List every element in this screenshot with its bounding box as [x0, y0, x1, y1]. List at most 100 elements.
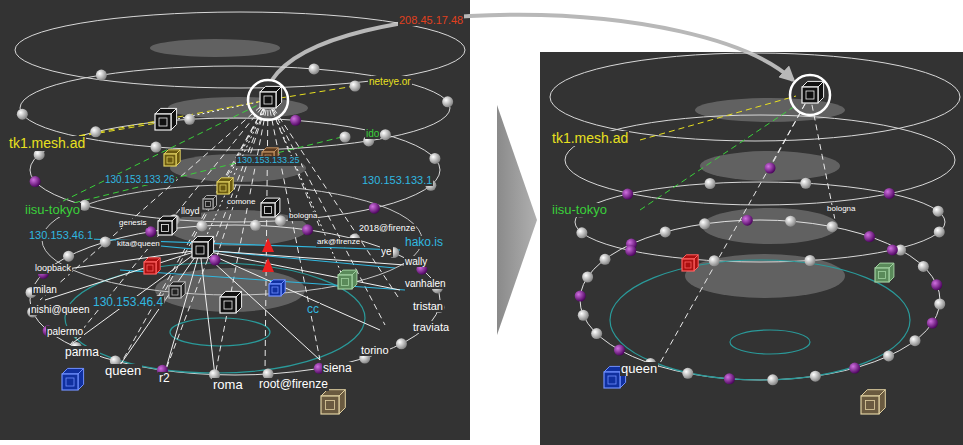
- host-sphere: [849, 363, 860, 374]
- host-cube-mark: [879, 272, 886, 279]
- layer-disc: [155, 268, 305, 312]
- link-line: [45, 135, 350, 210]
- host-label: tristan: [412, 300, 444, 312]
- layer-disc: [702, 208, 838, 244]
- layer-ring: [30, 118, 440, 222]
- host-sphere: [575, 291, 586, 302]
- host-cube-side: [172, 216, 177, 235]
- host-cube-side: [275, 198, 280, 217]
- host-label: iisu-tokyo: [551, 203, 608, 217]
- host-sphere: [576, 227, 587, 238]
- host-cube-side: [352, 270, 357, 289]
- host-cube-side: [236, 291, 242, 313]
- host-cube-mark: [167, 157, 173, 163]
- host-sphere: [742, 215, 753, 226]
- host-cube-mark: [224, 301, 232, 309]
- host-cube: [338, 275, 352, 289]
- link-line: [215, 100, 268, 376]
- host-sphere: [804, 255, 815, 266]
- host-sphere: [931, 279, 942, 290]
- host-cube-mark: [272, 287, 278, 293]
- host-cube: [164, 154, 176, 166]
- host-label: siena: [322, 362, 353, 375]
- link-line: [160, 100, 268, 300]
- host-label: hako.is: [404, 236, 444, 249]
- host-label: 2018@firenze: [358, 224, 416, 234]
- host-cube-mark: [326, 401, 335, 410]
- host-label: bologna: [288, 212, 318, 221]
- host-sphere: [591, 328, 602, 339]
- layer-ring: [550, 53, 960, 141]
- link-line: [268, 100, 400, 300]
- link-line: [70, 100, 268, 345]
- host-cube: [169, 286, 181, 298]
- host-cube: [861, 396, 879, 414]
- host-sphere: [699, 218, 710, 229]
- link-line: [640, 104, 798, 210]
- host-cube-side: [208, 236, 214, 258]
- link-line: [655, 95, 810, 372]
- host-cube-side: [78, 368, 84, 390]
- link-line: [268, 100, 385, 325]
- layer-disc: [700, 151, 840, 181]
- link-line: [265, 100, 268, 372]
- host-sphere: [810, 371, 821, 382]
- host-cube-mark: [172, 289, 178, 295]
- host-label: loopback: [34, 264, 72, 274]
- layer-ring: [42, 185, 422, 295]
- host-sphere: [927, 318, 938, 329]
- host-label: milan: [32, 284, 58, 295]
- host-cube-side: [281, 280, 285, 296]
- host-cube-mark: [265, 207, 272, 214]
- host-label: 130.153.133.25: [236, 156, 301, 166]
- host-sphere: [309, 63, 320, 74]
- left-panel: [0, 0, 470, 440]
- host-sphere: [350, 81, 361, 92]
- host-label: ark@firenze: [316, 238, 361, 247]
- host-cube-side: [694, 255, 698, 271]
- host-cube: [261, 203, 275, 217]
- host-sphere: [660, 226, 671, 237]
- host-label: vanhalen: [404, 278, 447, 289]
- host-cube: [269, 284, 281, 296]
- host-sphere: [369, 203, 380, 214]
- host-label: roma: [212, 378, 244, 392]
- host-sphere: [396, 338, 407, 349]
- host-sphere: [785, 216, 796, 227]
- host-sphere: [578, 310, 589, 321]
- link-line: [200, 250, 405, 265]
- host-sphere: [625, 245, 636, 256]
- focus-circle: [790, 75, 830, 115]
- host-label: queen: [104, 364, 142, 378]
- host-sphere: [380, 129, 391, 140]
- layer-ring: [580, 220, 940, 380]
- host-cube: [217, 182, 229, 194]
- host-cube-side: [171, 108, 177, 130]
- link-line: [40, 100, 268, 300]
- host-cube-side: [889, 263, 894, 282]
- link-line: [70, 250, 200, 345]
- host-cube-side: [879, 390, 885, 414]
- host-cube-mark: [196, 246, 204, 254]
- host-label: root@firenze: [258, 378, 329, 391]
- host-sphere: [290, 115, 301, 126]
- host-label: tk1.mesh.ad: [8, 136, 86, 151]
- link-line: [60, 250, 200, 270]
- host-cube-side: [176, 150, 180, 166]
- link-line: [200, 250, 380, 330]
- link-line: [120, 270, 405, 290]
- host-label: palermo: [46, 326, 84, 337]
- host-cube-mark: [342, 279, 349, 286]
- transition-arrow: [497, 105, 537, 335]
- layer-ring: [30, 225, 440, 375]
- link-line: [45, 100, 268, 210]
- host-sphere: [918, 261, 929, 272]
- host-label: ye: [380, 246, 393, 257]
- host-cube-side: [181, 282, 185, 298]
- host-label: queen: [620, 362, 658, 376]
- host-cube-side: [276, 86, 282, 108]
- host-cube-side: [339, 390, 345, 414]
- host-cube: [155, 114, 171, 130]
- layer-ring: [730, 330, 810, 354]
